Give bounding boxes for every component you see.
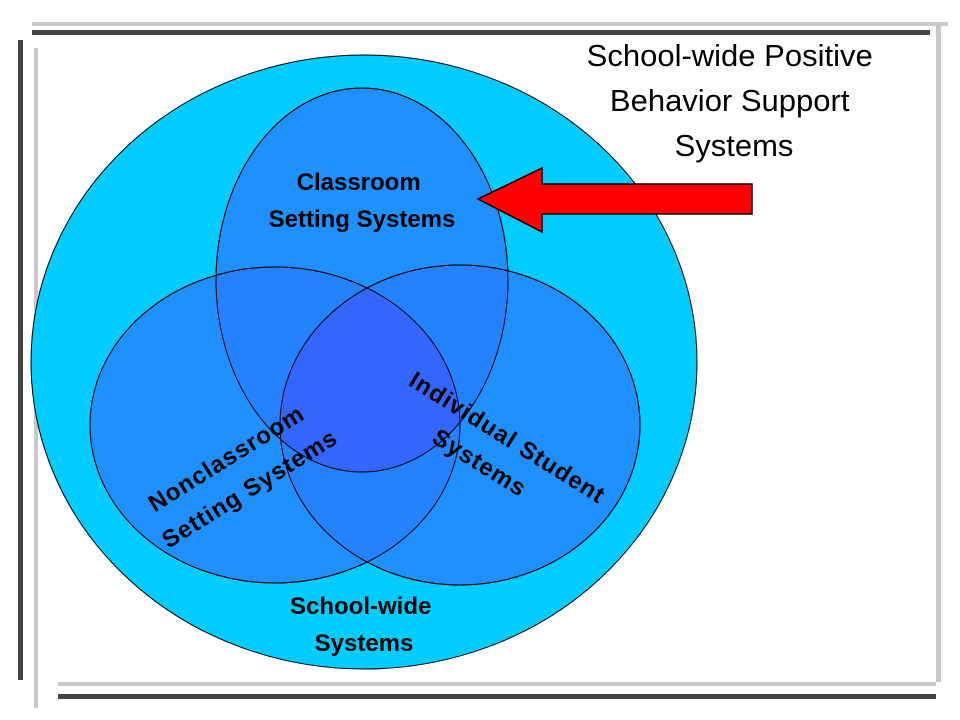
frame-left-dark (18, 40, 23, 680)
left-arrow-icon (476, 166, 753, 234)
schoolwide-label: School-wide Systems (290, 593, 438, 657)
classroom-label-line-1: Classroom (297, 169, 421, 196)
diagram-title: School-wide Positive Behavior Support Sy… (587, 38, 882, 163)
title-line-1: School-wide Positive (587, 38, 873, 73)
frame-bottom-dark (58, 694, 936, 699)
classroom-label: Classroom Setting Systems (269, 169, 456, 233)
classroom-label-line-2: Setting Systems (269, 206, 456, 233)
frame-right-light (936, 22, 941, 682)
individual-outline (279, 264, 641, 586)
frame-top-light (32, 22, 948, 26)
frame-top-dark (32, 30, 930, 35)
nonclassroom-outline (89, 266, 461, 584)
title-line-3: Systems (675, 128, 794, 163)
schoolwide-label-line-1: School-wide (290, 593, 431, 620)
schoolwide-label-line-2: Systems (315, 630, 414, 657)
classroom-outline (215, 87, 509, 473)
frame-bottom-light (58, 682, 936, 686)
center-overlap (280, 267, 460, 472)
title-line-2: Behavior Support (610, 83, 850, 118)
